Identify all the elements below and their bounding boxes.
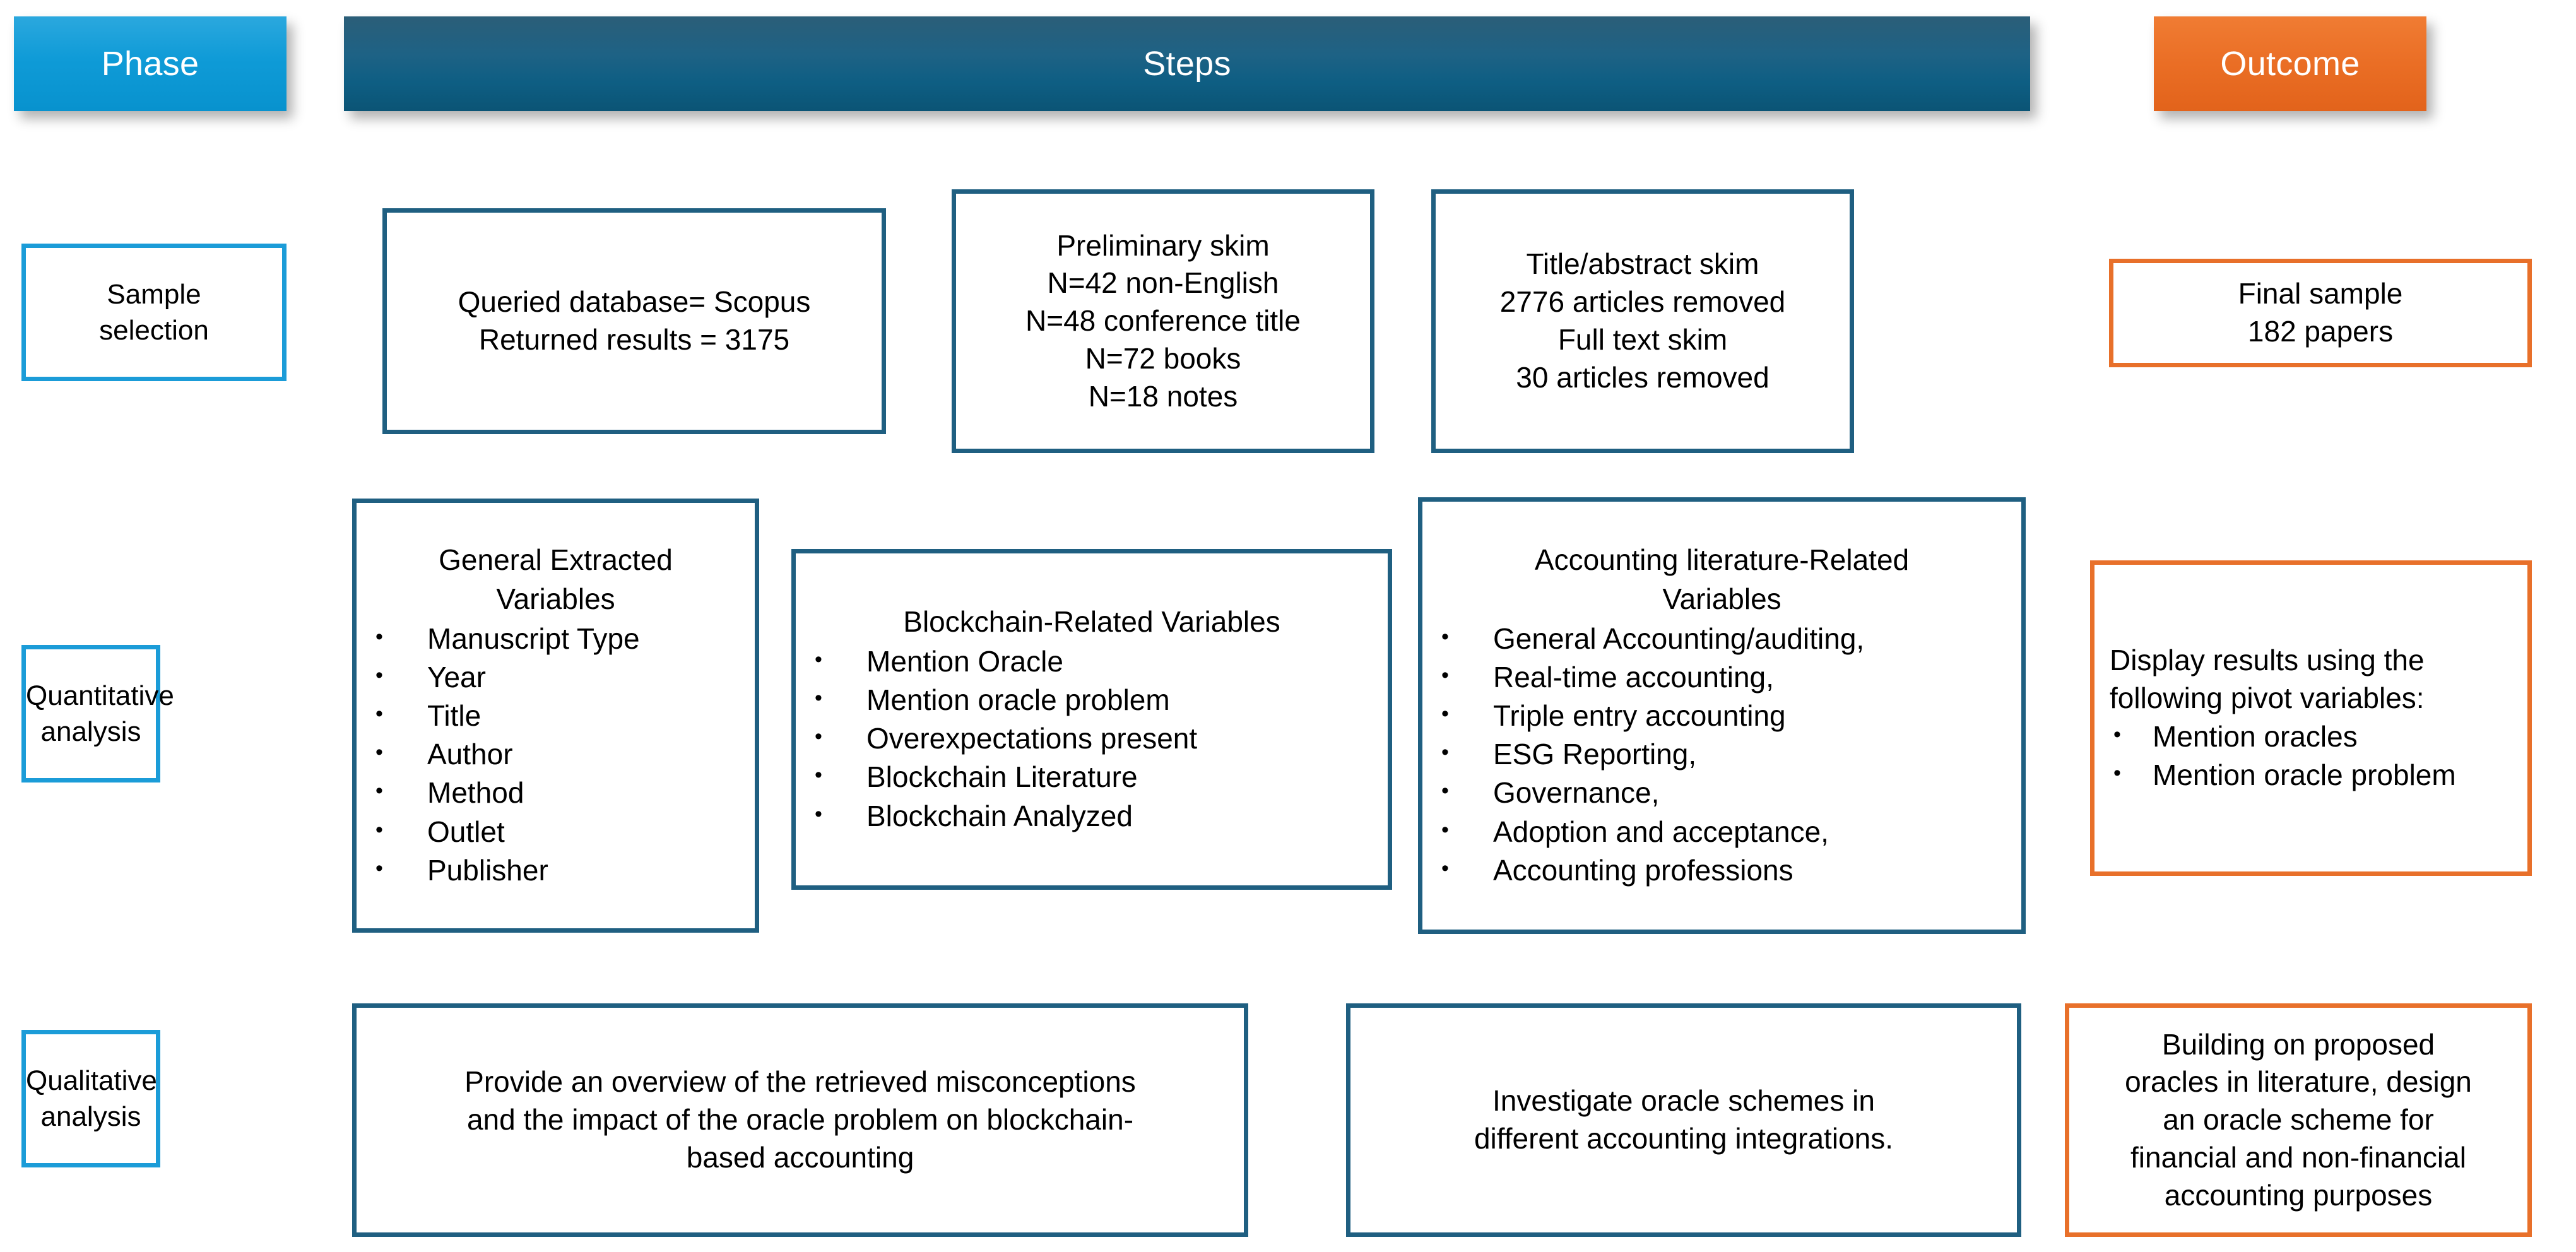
step-bullet-list: Mention Oracle Mention oracle problem Ov…: [796, 641, 1388, 836]
phase-box-quantitative-analysis: Quantitative analysis: [21, 645, 174, 783]
step-box-heading-line: Accounting literature-Related: [1534, 543, 1910, 577]
step-line: Returned results = 3175: [478, 323, 790, 356]
list-item: Mention oracle problem: [2094, 755, 2527, 794]
header-banner-outcome: Outcome: [2154, 16, 2426, 111]
step-line: N=72 books: [1085, 341, 1241, 375]
outcome-heading-line: Display results using the: [2110, 644, 2425, 677]
step-box-heading-line: Variables: [1662, 582, 1781, 615]
step-line: Provide an overview of the retrieved mis…: [464, 1065, 1136, 1099]
step-line: 2776 articles removed: [1499, 285, 1786, 319]
list-item: Year: [357, 657, 755, 697]
list-item: Blockchain Literature: [796, 757, 1388, 796]
outcome-box-display-results: Display results using the following pivo…: [2090, 560, 2532, 876]
list-item: Publisher: [357, 850, 755, 890]
step-line: Investigate oracle schemes in: [1492, 1084, 1875, 1118]
list-item: Manuscript Type: [357, 618, 755, 658]
list-item: Title: [357, 695, 755, 735]
list-item: Overexpectations present: [796, 718, 1388, 758]
phase-label-line-2: analysis: [40, 716, 141, 747]
list-item: Adoption and acceptance,: [1422, 812, 2021, 851]
outcome-line: oracles in literature, design: [2125, 1065, 2472, 1099]
phase-label-line-2: selection: [99, 315, 209, 346]
phase-label-line-1: Sample: [107, 278, 201, 310]
step-box-investigate-oracle-schemes: Investigate oracle schemes in different …: [1346, 1003, 2021, 1237]
step-line: N=48 conference title: [1025, 304, 1301, 338]
list-item: Triple entry accounting: [1422, 695, 2021, 735]
list-item: General Accounting/auditing,: [1422, 618, 2021, 658]
step-box-heading-line: Variables: [496, 582, 615, 615]
outcome-box-building-on-proposed-oracles: Building on proposed oracles in literatu…: [2065, 1003, 2532, 1237]
list-item: Governance,: [1422, 772, 2021, 812]
step-line: Title/abstract skim: [1526, 247, 1759, 281]
phase-label-line-1: Quantitative: [26, 680, 174, 711]
header-outcome-label: Outcome: [2220, 45, 2360, 83]
outcome-line: an oracle scheme for: [2163, 1103, 2434, 1137]
step-line: N=18 notes: [1088, 379, 1238, 413]
step-box-blockchain-related-variables: Blockchain-Related Variables Mention Ora…: [791, 549, 1392, 890]
header-banner-steps: Steps: [344, 16, 2030, 111]
step-bullet-list: Manuscript Type Year Title Author Method…: [357, 618, 755, 890]
outcome-line: Building on proposed: [2161, 1027, 2435, 1061]
step-line: and the impact of the oracle problem on …: [466, 1103, 1134, 1137]
list-item: Author: [357, 734, 755, 774]
outcome-heading-line: following pivot variables:: [2110, 681, 2425, 714]
step-box-title-abstract-skim: Title/abstract skim 2776 articles remove…: [1431, 189, 1854, 453]
list-item: Mention oracles: [2094, 716, 2527, 756]
outcome-line: 182 papers: [2247, 315, 2394, 348]
list-item: Real-time accounting,: [1422, 657, 2021, 697]
phase-label-line-1: Qualitative: [26, 1065, 157, 1096]
step-line: Queried database= Scopus: [458, 285, 811, 319]
step-line: 30 articles removed: [1516, 360, 1770, 394]
step-box-queried-database: Queried database= Scopus Returned result…: [382, 208, 886, 434]
list-item: Mention oracle problem: [796, 680, 1388, 719]
step-box-preliminary-skim: Preliminary skim N=42 non-English N=48 c…: [952, 189, 1374, 453]
step-bullet-list: General Accounting/auditing, Real-time a…: [1422, 618, 2021, 890]
phase-label-line-2: analysis: [40, 1101, 141, 1132]
list-item: Accounting professions: [1422, 850, 2021, 890]
outcome-box-final-sample: Final sample 182 papers: [2109, 259, 2532, 367]
step-line: different accounting integrations.: [1474, 1122, 1894, 1155]
header-steps-label: Steps: [1143, 45, 1231, 83]
list-item: Mention Oracle: [796, 641, 1388, 681]
step-line: Full text skim: [1557, 323, 1728, 356]
list-item: Blockchain Analyzed: [796, 796, 1388, 836]
step-box-provide-overview: Provide an overview of the retrieved mis…: [352, 1003, 1248, 1237]
phase-box-qualitative-analysis: Qualitative analysis: [21, 1030, 160, 1167]
step-line: Preliminary skim: [1056, 228, 1270, 262]
outcome-line: financial and non-financial: [2130, 1140, 2466, 1174]
step-line: N=42 non-English: [1047, 266, 1279, 300]
outcome-line: accounting purposes: [2164, 1178, 2433, 1212]
phase-box-sample-selection: Sample selection: [21, 244, 287, 381]
list-item: Method: [357, 772, 755, 812]
step-line: based accounting: [686, 1140, 914, 1174]
step-box-general-extracted-variables: General Extracted Variables Manuscript T…: [352, 499, 759, 933]
list-item: ESG Reporting,: [1422, 734, 2021, 774]
step-box-accounting-literature-related-variables: Accounting literature-Related Variables …: [1418, 497, 2026, 934]
outcome-line: Final sample: [2238, 277, 2403, 310]
outcome-bullet-list: Mention oracles Mention oracle problem: [2094, 716, 2527, 794]
header-banner-phase: Phase: [14, 16, 287, 111]
header-phase-label: Phase: [101, 45, 199, 83]
step-box-heading-line: Blockchain-Related Variables: [903, 605, 1280, 639]
step-box-heading-line: General Extracted: [439, 543, 673, 577]
list-item: Outlet: [357, 812, 755, 851]
